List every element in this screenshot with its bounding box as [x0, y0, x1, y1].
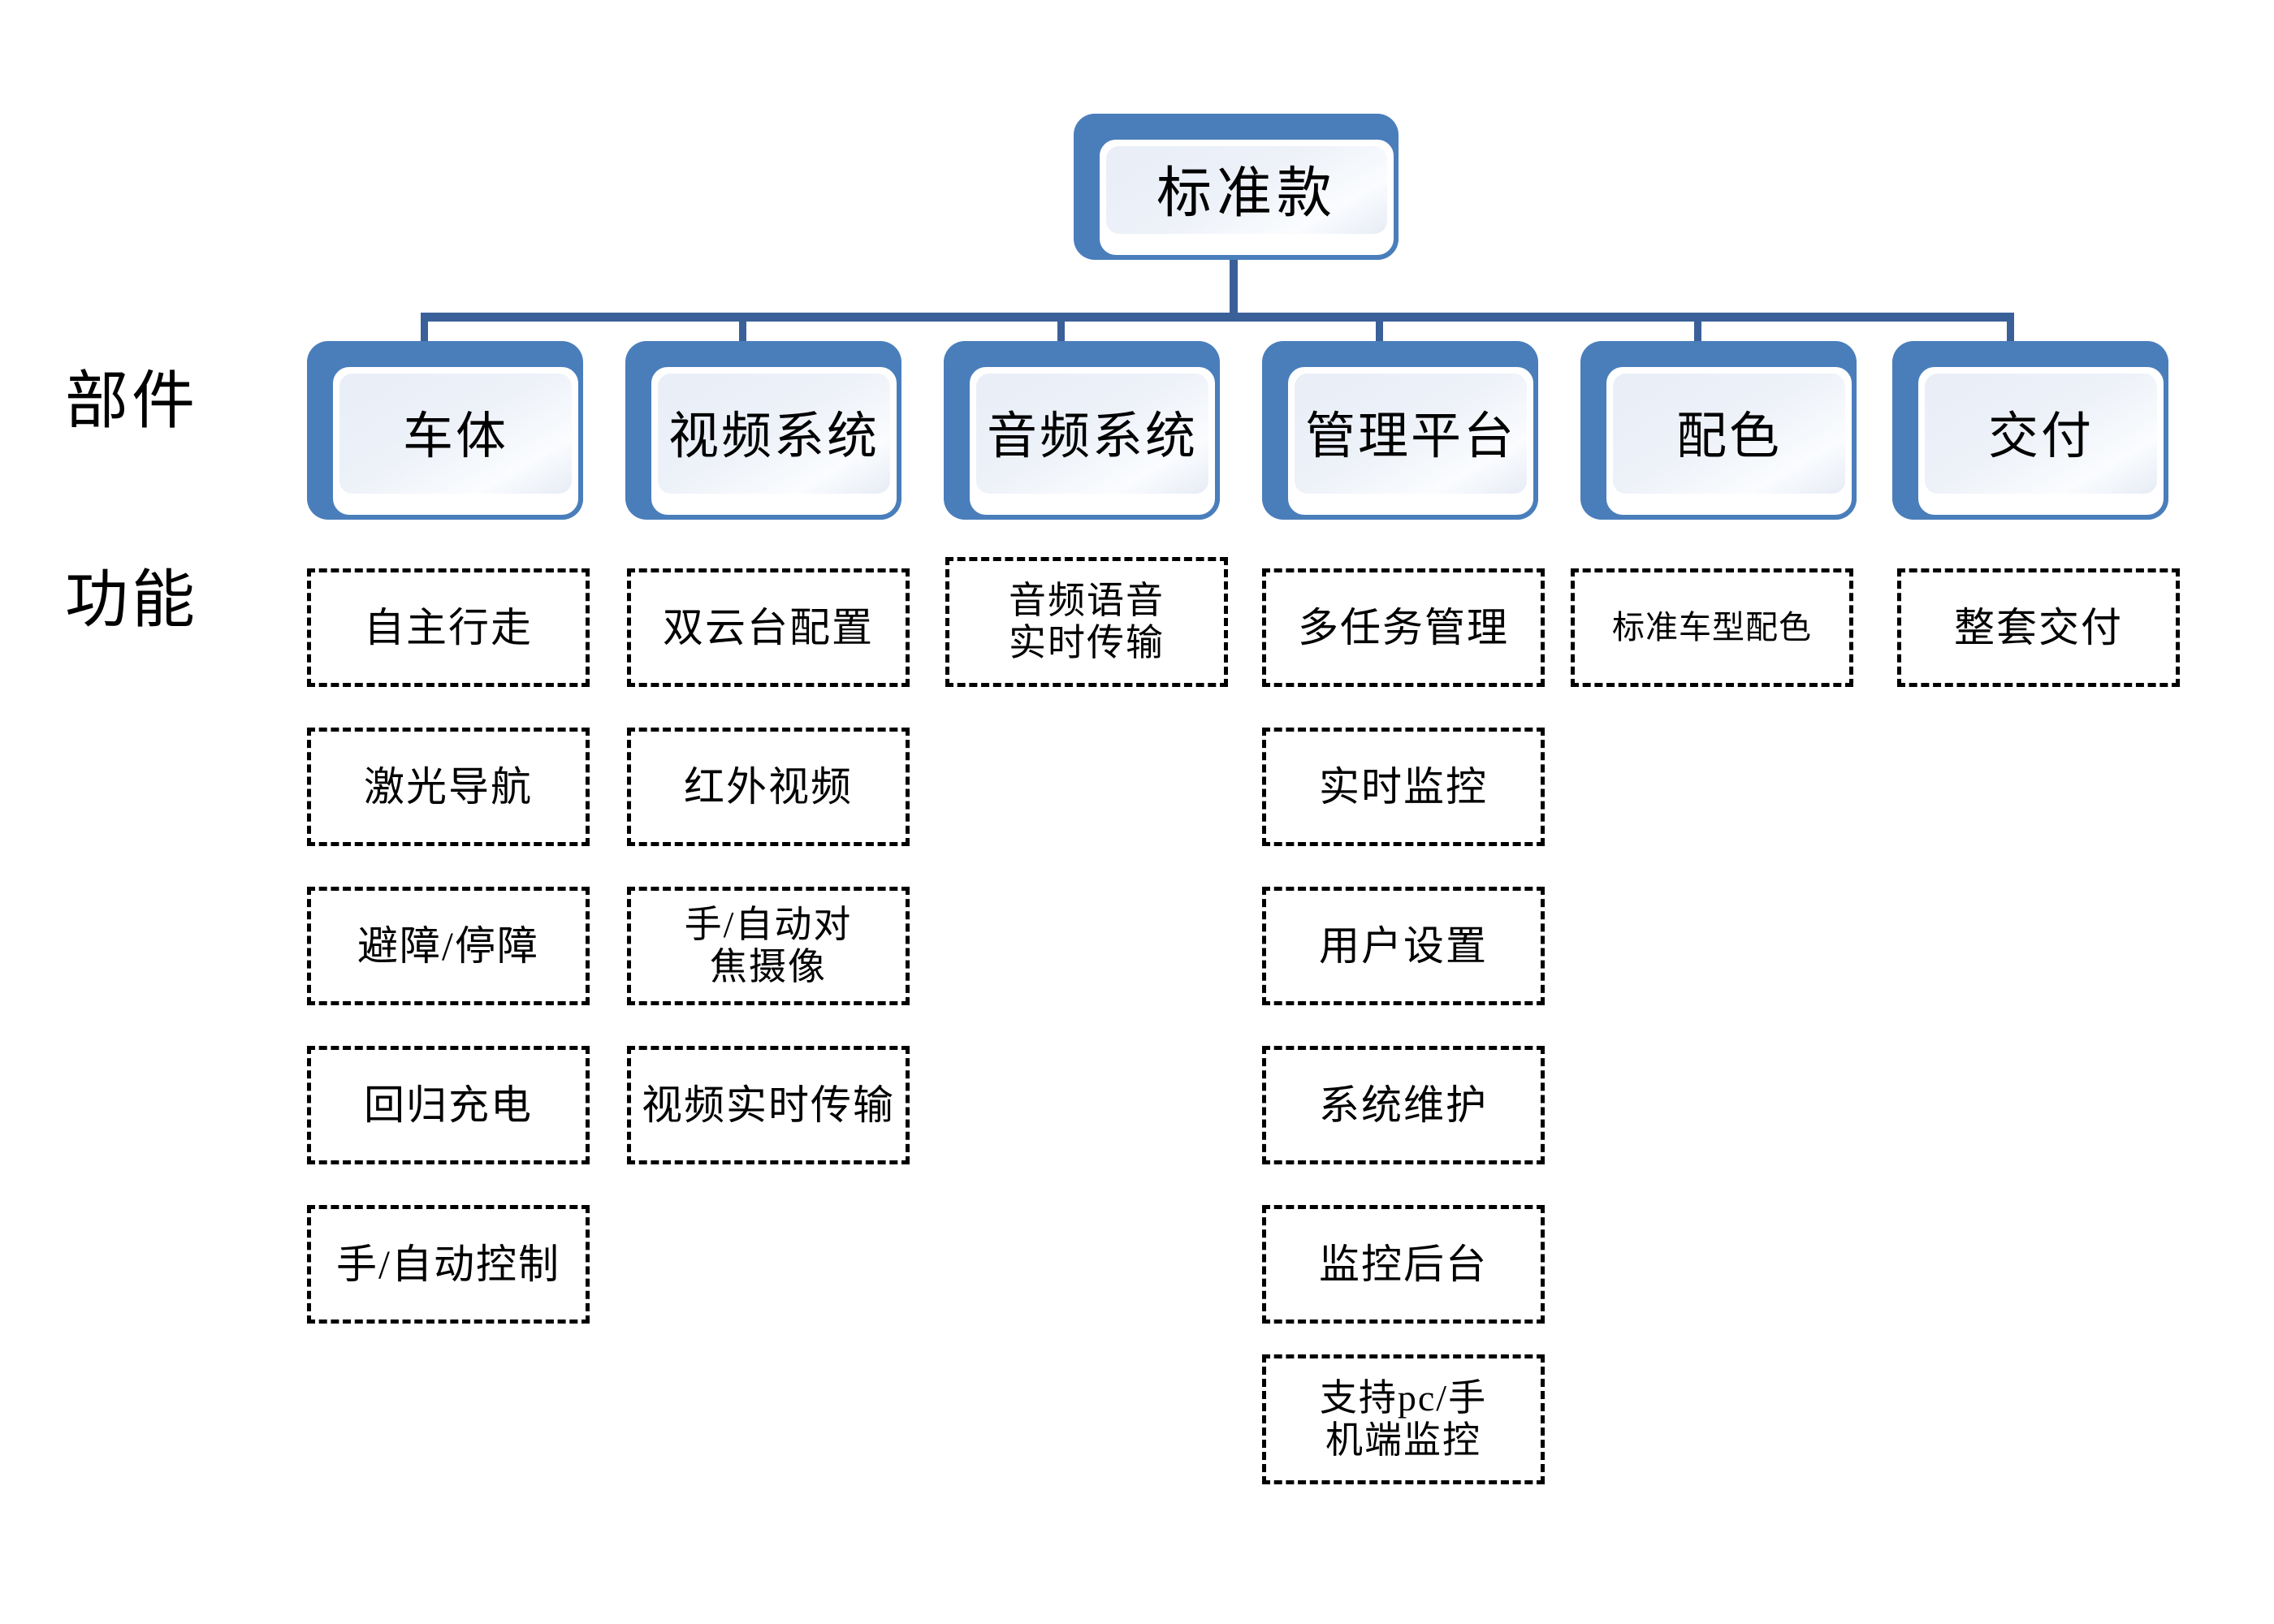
function-box-audio-system-1[interactable]: 音频语音 实时传输 — [945, 557, 1228, 687]
connector-drop-5 — [1694, 313, 1701, 364]
node-component-label: 音频系统 — [986, 409, 1198, 464]
connector-drop-6 — [2007, 313, 2014, 364]
function-box-management-platform-6[interactable]: 支持pc/手 机端监控 — [1262, 1354, 1545, 1484]
node-face: 管理平台 — [1283, 362, 1538, 520]
function-box-vehicle-body-5[interactable]: 手/自动控制 — [307, 1205, 590, 1324]
function-label: 多任务管理 — [1298, 605, 1509, 650]
connector-root-stem — [1230, 260, 1238, 318]
function-label: 手/自动控制 — [336, 1242, 560, 1287]
function-box-vehicle-body-1[interactable]: 自主行走 — [307, 568, 590, 687]
node-inner-fill — [1925, 374, 2157, 494]
node-component-management-platform[interactable]: 管理平台 — [1262, 341, 1538, 520]
function-box-management-platform-2[interactable]: 实时监控 — [1262, 728, 1545, 846]
node-face: 视频系统 — [646, 362, 901, 520]
node-component-color-scheme[interactable]: 配色 — [1580, 341, 1857, 520]
function-label: 实时监控 — [1319, 764, 1488, 810]
function-box-vehicle-body-3[interactable]: 避障/停障 — [307, 887, 590, 1005]
node-component-label: 交付 — [1987, 409, 2094, 464]
function-label: 激光导航 — [364, 764, 533, 810]
node-component-label: 车体 — [402, 409, 508, 464]
row-label-functions: 功能 — [65, 564, 199, 635]
function-box-video-system-2[interactable]: 红外视频 — [627, 728, 910, 846]
node-inner-fill — [658, 374, 890, 494]
function-label: 手/自动对 焦摄像 — [684, 904, 853, 987]
connector-drop-1 — [421, 313, 428, 364]
function-box-video-system-1[interactable]: 双云台配置 — [627, 568, 910, 687]
function-label: 红外视频 — [684, 764, 853, 810]
node-root-label: 标准款 — [1156, 162, 1337, 224]
function-box-management-platform-3[interactable]: 用户设置 — [1262, 887, 1545, 1005]
node-component-video-system[interactable]: 视频系统 — [625, 341, 901, 520]
node-root[interactable]: 标准款 — [1074, 114, 1399, 260]
function-label: 标准车型配色 — [1612, 608, 1812, 646]
function-label: 回归充电 — [364, 1082, 533, 1128]
function-box-delivery-1[interactable]: 整套交付 — [1897, 568, 2180, 687]
node-face: 音频系统 — [965, 362, 1220, 520]
node-inner-fill — [1613, 374, 1845, 494]
node-inner-fill — [1295, 374, 1527, 494]
function-box-video-system-3[interactable]: 手/自动对 焦摄像 — [627, 887, 910, 1005]
node-face: 交付 — [1913, 362, 2168, 520]
connector-drop-2 — [739, 313, 746, 364]
function-box-management-platform-1[interactable]: 多任务管理 — [1262, 568, 1545, 687]
function-box-video-system-4[interactable]: 视频实时传输 — [627, 1046, 910, 1164]
node-component-label: 管理平台 — [1304, 409, 1516, 464]
function-label: 音频语音 实时传输 — [1009, 580, 1165, 663]
connector-drop-3 — [1057, 313, 1065, 364]
node-component-label: 配色 — [1675, 409, 1782, 464]
connector-horizontal-bus — [421, 313, 2014, 322]
function-label: 整套交付 — [1954, 605, 2123, 650]
node-inner-fill — [1106, 146, 1387, 234]
function-label: 支持pc/手 机端监控 — [1319, 1377, 1488, 1461]
function-box-management-platform-5[interactable]: 监控后台 — [1262, 1205, 1545, 1324]
function-label: 系统维护 — [1319, 1082, 1488, 1128]
row-label-components: 部件 — [65, 365, 199, 436]
function-box-color-scheme-1[interactable]: 标准车型配色 — [1571, 568, 1853, 687]
node-face: 配色 — [1602, 362, 1857, 520]
node-component-vehicle-body[interactable]: 车体 — [307, 341, 583, 520]
function-label: 双云台配置 — [663, 605, 874, 650]
node-component-label: 视频系统 — [668, 409, 880, 464]
function-label: 视频实时传输 — [642, 1082, 895, 1128]
node-face: 车体 — [328, 362, 583, 520]
node-component-audio-system[interactable]: 音频系统 — [944, 341, 1220, 520]
function-label: 避障/停障 — [357, 923, 539, 969]
node-inner-fill — [339, 374, 572, 494]
node-component-delivery[interactable]: 交付 — [1892, 341, 2168, 520]
function-box-vehicle-body-2[interactable]: 激光导航 — [307, 728, 590, 846]
function-box-vehicle-body-4[interactable]: 回归充电 — [307, 1046, 590, 1164]
function-box-management-platform-4[interactable]: 系统维护 — [1262, 1046, 1545, 1164]
node-inner-fill — [976, 374, 1208, 494]
function-label: 监控后台 — [1319, 1242, 1488, 1287]
function-label: 自主行走 — [364, 605, 533, 650]
function-label: 用户设置 — [1319, 923, 1488, 969]
connector-drop-4 — [1376, 313, 1383, 364]
node-face: 标准款 — [1095, 135, 1399, 260]
